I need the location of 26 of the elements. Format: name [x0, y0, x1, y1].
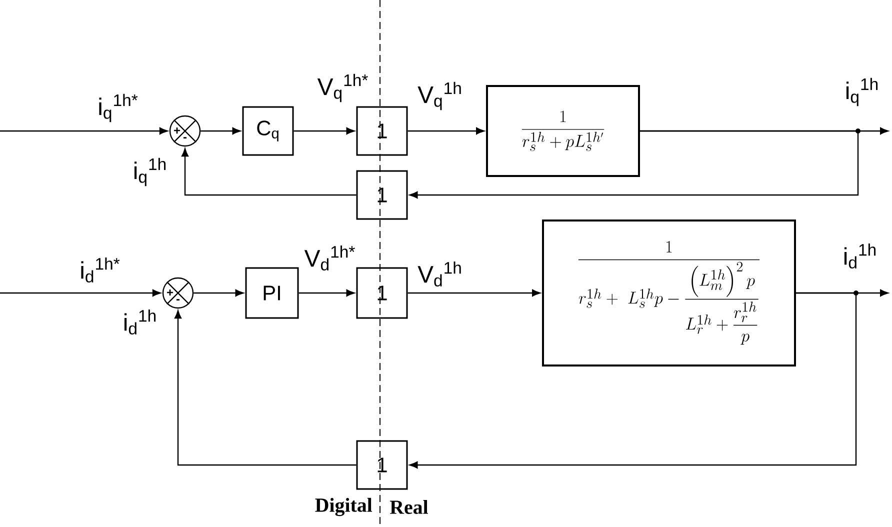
arrow	[200, 127, 241, 135]
block-box: C$_{q}$	[242, 106, 294, 156]
arrow	[0, 127, 168, 135]
arrow	[298, 289, 355, 297]
signal-label: i$_{d}$1h	[124, 310, 156, 334]
signal-label: i$_{q}$1h	[134, 158, 166, 186]
arrow	[294, 127, 355, 135]
signal-label: i$_{d}$1h	[844, 244, 876, 268]
arrow	[174, 310, 356, 466]
summing-junction: + -	[162, 277, 194, 309]
transfer-function-box: $\frac{1}{r_s^{1h}+pL_s^{1h'}}$	[486, 85, 640, 177]
arrow	[182, 148, 356, 196]
signal-label: V$_{d}$1h*	[304, 246, 355, 270]
arrow	[409, 130, 859, 199]
signal-label: V$_{q}$1h	[418, 82, 461, 110]
region-label: Real	[390, 500, 428, 514]
signal-label: V$_{q}$1h*	[317, 74, 368, 102]
summing-junction: + -	[169, 115, 201, 147]
arrow	[409, 292, 857, 469]
arrow	[408, 127, 484, 135]
arrow	[0, 289, 161, 297]
signal-label: i$_{q}$1h	[846, 78, 878, 106]
block-box: PI	[245, 267, 299, 319]
arrow	[408, 289, 540, 297]
arrow	[194, 289, 244, 297]
transfer-function-box: $\frac{1}{r_s^{1h}+\ L_s^{1h}p-\dfrac{\left(L_m^{1h}\right)^2p}{L_r^{1h}+\dfrac{r_r^{1h}}{p}}}$	[542, 220, 796, 366]
